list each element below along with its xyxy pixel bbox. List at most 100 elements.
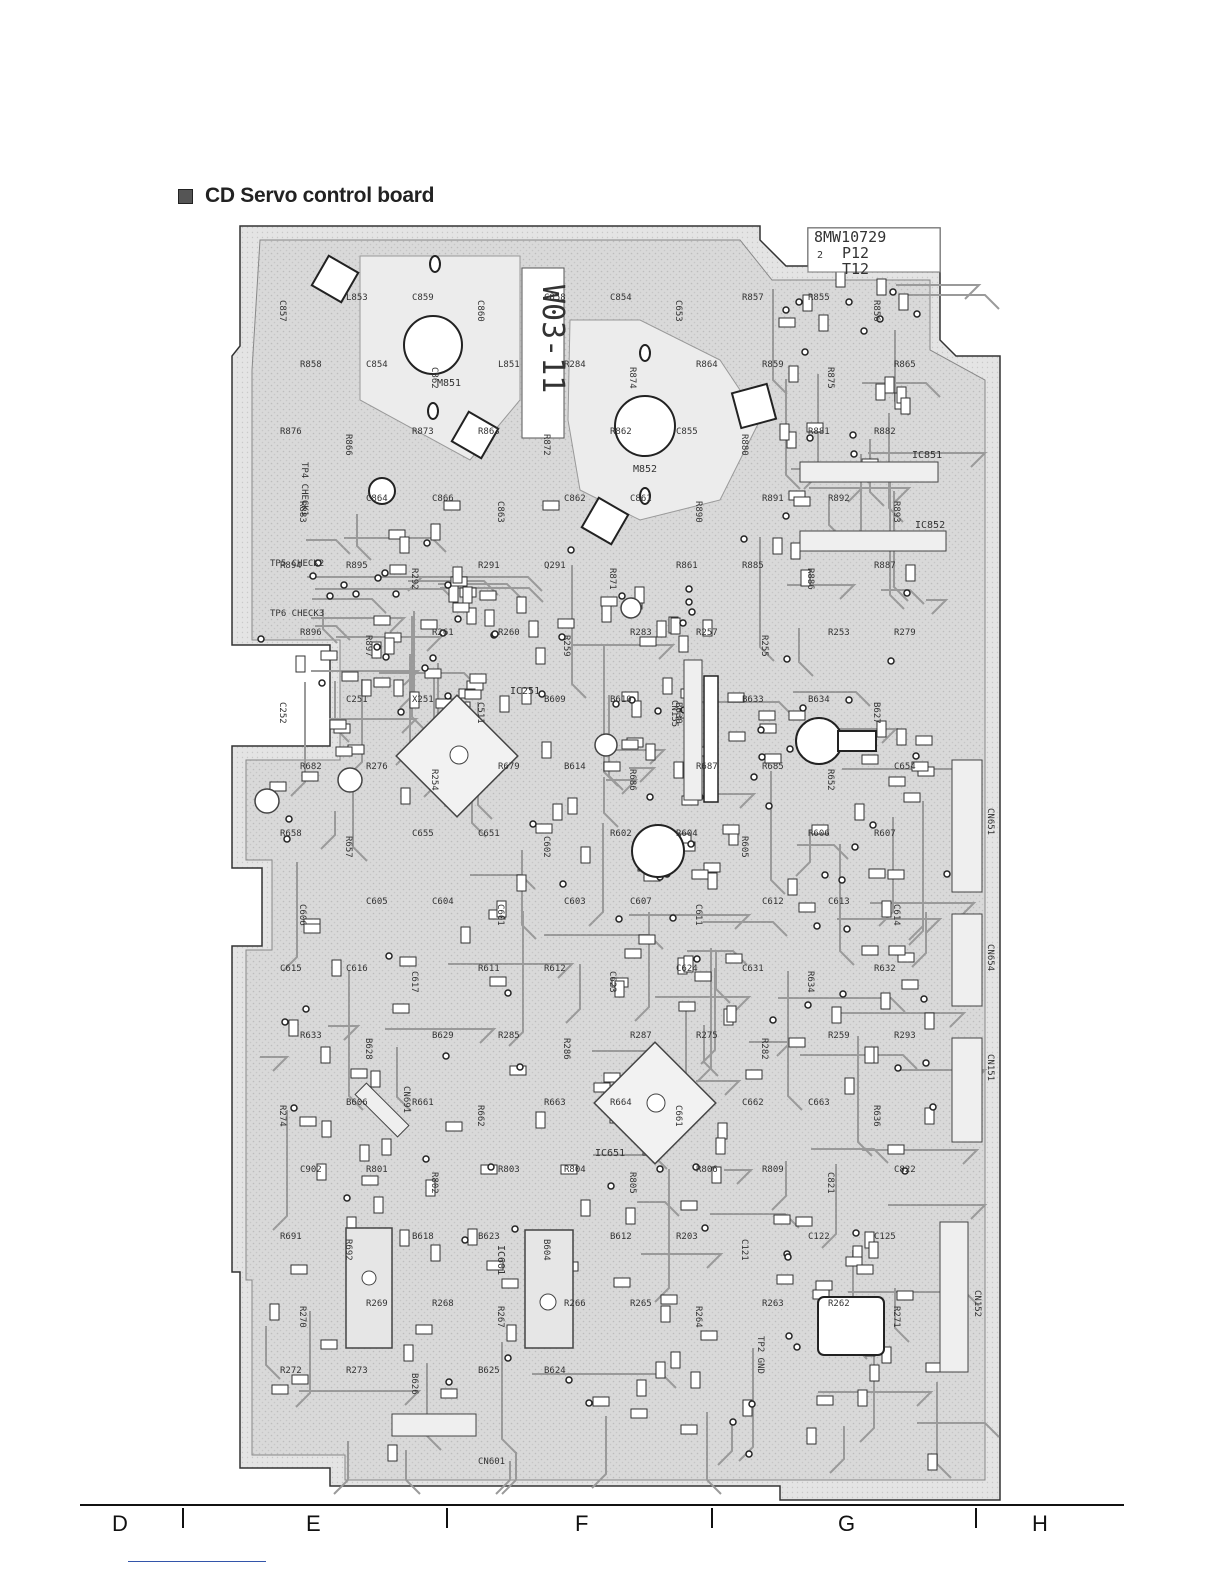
smd-pad [448,585,459,603]
component-label: C611 [693,904,703,926]
smd-pad [501,1278,519,1289]
motor-m852-label: M852 [633,464,657,475]
component-label: R687 [696,762,718,772]
smd-pad [535,647,546,665]
component-label: R802 [429,1172,439,1194]
smd-pad [728,731,746,742]
motor-m851-label: M851 [437,378,461,389]
tp4-label: TP4 CHECK1 [299,462,309,516]
mount-oval [639,487,651,505]
via [889,288,897,296]
component-label: R293 [894,1031,916,1041]
connector-cn691 [354,1082,410,1138]
component-label: R269 [366,1299,388,1309]
pcb-trace [926,599,949,615]
cn155-label: CN155 [669,700,679,727]
smd-pad [864,1046,875,1064]
component-label: R257 [696,628,718,638]
component-label: C821 [825,1172,835,1194]
component-label: R691 [280,1232,302,1242]
smd-pad [320,650,338,661]
smd-pad [691,869,709,880]
component-label: R871 [607,568,617,590]
component-label: C863 [495,501,505,523]
smd-pad [857,1389,868,1407]
smd-pad [392,1003,410,1014]
smd-pad [788,365,799,383]
smd-pad [758,710,776,721]
component-label: B630 [673,702,683,724]
pcb-trace [603,645,619,787]
pcb-trace [282,862,298,972]
pcb-trace [869,439,885,507]
smd-pad [600,596,618,607]
component-label: R604 [676,829,698,839]
component-label: R605 [739,836,749,858]
via [843,925,851,933]
via [783,655,791,663]
via [821,871,829,879]
ic651-label: IC651 [595,1148,625,1159]
component-label: C125 [874,1232,896,1242]
smd-pad [341,671,359,682]
component-label: C616 [346,964,368,974]
component-label: C822 [894,1165,916,1175]
ic-large [345,1227,393,1349]
via [612,700,620,708]
smd-pad [445,1121,463,1132]
via [903,589,911,597]
via [692,1163,700,1171]
via [745,1450,753,1458]
pcb-trace [654,1169,670,1303]
pcb-trace [772,289,788,395]
pcb-trace [328,1025,361,1041]
via [750,773,758,781]
component-label: C653 [673,300,683,322]
smd-pad [795,1216,813,1227]
via [701,1224,709,1232]
smd-pad [905,564,916,582]
smd-pad [660,1294,678,1305]
component-label: L851 [498,360,520,370]
via [283,835,291,843]
component-label: R686 [627,769,637,791]
mount-square [580,496,630,546]
component-label: R895 [346,561,368,571]
smd-pad [592,1396,610,1407]
via [290,1104,298,1112]
via [943,870,951,878]
smd-pad [694,971,712,982]
component-label: R859 [762,360,784,370]
pcb-trace [320,811,336,850]
smd-pad [630,1408,648,1419]
component-label: B628 [363,1038,373,1060]
smd-pad [844,1077,855,1095]
board-rev-pin: 2 [817,250,823,261]
via [869,821,877,829]
smd-pad [424,668,442,679]
smd-pad [486,1260,504,1271]
section-heading: CD Servo control board [178,184,434,208]
component-label: R885 [742,561,764,571]
via [385,952,393,960]
smd-pad [700,1330,718,1341]
ic601-chip: IC601 [495,1229,574,1349]
pcb-trace [896,284,982,300]
component-label: R274 [277,1105,287,1127]
via [454,615,462,623]
via [461,1236,469,1244]
component-label: B604 [541,1239,551,1261]
via [688,608,696,616]
via [913,310,921,318]
component-label: R634 [805,971,815,993]
via [343,1194,351,1202]
pcb-trace [311,670,421,686]
component-label: R661 [412,1098,434,1108]
pcb-trace [352,780,368,862]
smd-pad [535,823,553,834]
smd-pad [452,602,470,613]
pcb-trace [336,636,444,652]
smd-pad [560,1164,578,1175]
smd-pad [460,926,471,944]
via [529,820,537,828]
